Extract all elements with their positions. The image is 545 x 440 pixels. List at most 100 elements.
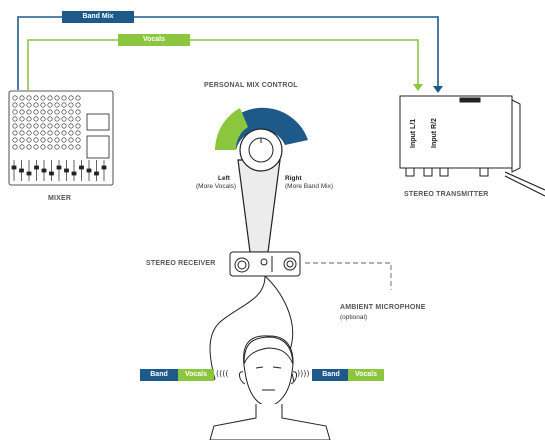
- mixer-knob: [19, 130, 25, 136]
- vocals-arrow-icon: [413, 84, 423, 91]
- mixer-knob: [68, 95, 74, 101]
- mixer-knob: [75, 123, 81, 129]
- mixer-fader-cap: [49, 171, 54, 176]
- receiver-label: STEREO RECEIVER: [146, 260, 216, 267]
- left-sub-label: (More Vocals): [196, 183, 237, 190]
- mixer-knob: [26, 109, 32, 115]
- mixer-knob: [47, 116, 53, 122]
- mixer-knob: [40, 144, 46, 150]
- ambient-mic-link: [305, 262, 392, 290]
- mixer-knob: [33, 144, 39, 150]
- mixer-knob: [47, 137, 53, 143]
- mixer-knob: [68, 144, 74, 150]
- mixer-knob: [61, 109, 67, 115]
- mixer-knob: [12, 95, 18, 101]
- right-sound-waves: )))): [297, 369, 310, 378]
- mixer-knob: [54, 137, 60, 143]
- mixer-knob: [47, 109, 53, 115]
- mixer-icon: [8, 90, 114, 186]
- mixer-knob: [40, 109, 46, 115]
- mixer-knob: [54, 144, 60, 150]
- person-icon: [209, 335, 331, 440]
- mixer-knob: [61, 130, 67, 136]
- mixer-knob: [12, 144, 18, 150]
- right-band-tag: Band: [312, 369, 350, 381]
- mixer-knob: [75, 144, 81, 150]
- mixer-knob: [47, 130, 53, 136]
- mixer-knob: [61, 144, 67, 150]
- mixer-knob: [75, 102, 81, 108]
- mixer-knob: [12, 109, 18, 115]
- right-sub-label: (More Band Mix): [285, 183, 334, 190]
- mixer-knob: [33, 130, 39, 136]
- mixer-knob: [68, 102, 74, 108]
- mixer-knob: [54, 123, 60, 129]
- mixer-knob: [47, 102, 53, 108]
- mixer-knob: [12, 130, 18, 136]
- mixer-fader-cap: [101, 165, 107, 170]
- left-sound-waves: ((((: [216, 369, 229, 378]
- mixer-knob: [26, 123, 32, 129]
- mixer-fader-cap: [41, 168, 47, 173]
- mixer-knob: [54, 130, 60, 136]
- band-mix-line: [17, 16, 439, 90]
- mixer-knob: [12, 116, 18, 122]
- mixer-knob: [54, 102, 60, 108]
- mixer-knob: [26, 144, 32, 150]
- receiver-icon: [229, 251, 301, 277]
- transmitter-icon: [399, 95, 545, 197]
- mixer-fader-cap: [64, 168, 69, 173]
- mixer-knob: [12, 102, 18, 108]
- mixer-knob: [33, 116, 39, 122]
- mixer-knob: [12, 123, 18, 129]
- mixer-knob: [54, 95, 60, 101]
- mixer-fader-cap: [71, 171, 77, 176]
- mixer-knob: [40, 137, 46, 143]
- mixer-knob: [61, 137, 67, 143]
- mixer-fader-cap: [79, 165, 84, 170]
- mixer-fader-cap: [26, 171, 32, 176]
- mixer-knob: [26, 137, 32, 143]
- mixer-knob: [68, 130, 74, 136]
- vocals-line: [27, 39, 419, 90]
- mixer-knob: [19, 144, 25, 150]
- personal-mix-title: PERSONAL MIX CONTROL: [204, 82, 298, 89]
- mixer-knob: [33, 95, 39, 101]
- mixer-knob: [75, 116, 81, 122]
- right-label: Right: [285, 175, 302, 182]
- mixer-knob: [75, 95, 81, 101]
- mixer-knob: [12, 137, 18, 143]
- mixer-knob: [40, 123, 46, 129]
- mixer-knob: [75, 137, 81, 143]
- left-label: Left: [218, 175, 230, 182]
- mixer-knob: [19, 123, 25, 129]
- band-mix-tag: Band Mix: [62, 11, 134, 23]
- mixer-knob: [68, 137, 74, 143]
- ambient-mic-label: AMBIENT MICROPHONE: [340, 304, 426, 311]
- mixer-knob: [61, 95, 67, 101]
- mixer-knob: [26, 102, 32, 108]
- mixer-knob: [33, 109, 39, 115]
- mixer-knob: [19, 137, 25, 143]
- mixer-knob: [40, 116, 46, 122]
- mixer-fader-cap: [56, 165, 62, 170]
- mixer-knob: [68, 109, 74, 115]
- mixer-knob: [33, 102, 39, 108]
- mixer-knob: [26, 130, 32, 136]
- mixer-knob: [19, 109, 25, 115]
- mixer-knob: [40, 95, 46, 101]
- mixer-knob: [54, 116, 60, 122]
- mixer-knob: [75, 130, 81, 136]
- mixer-knob: [47, 144, 53, 150]
- mixer-fader-cap: [19, 168, 24, 173]
- transmitter-label: STEREO TRANSMITTER: [404, 191, 489, 198]
- mixer-knob: [19, 102, 25, 108]
- left-band-tag: Band: [140, 369, 178, 381]
- mixer-knob: [61, 116, 67, 122]
- band-mix-arrow-icon: [433, 86, 443, 93]
- mixer-knob: [68, 123, 74, 129]
- input-left-label: Input L/1: [410, 118, 417, 148]
- mixer-knob: [68, 116, 74, 122]
- mixer-knob: [33, 123, 39, 129]
